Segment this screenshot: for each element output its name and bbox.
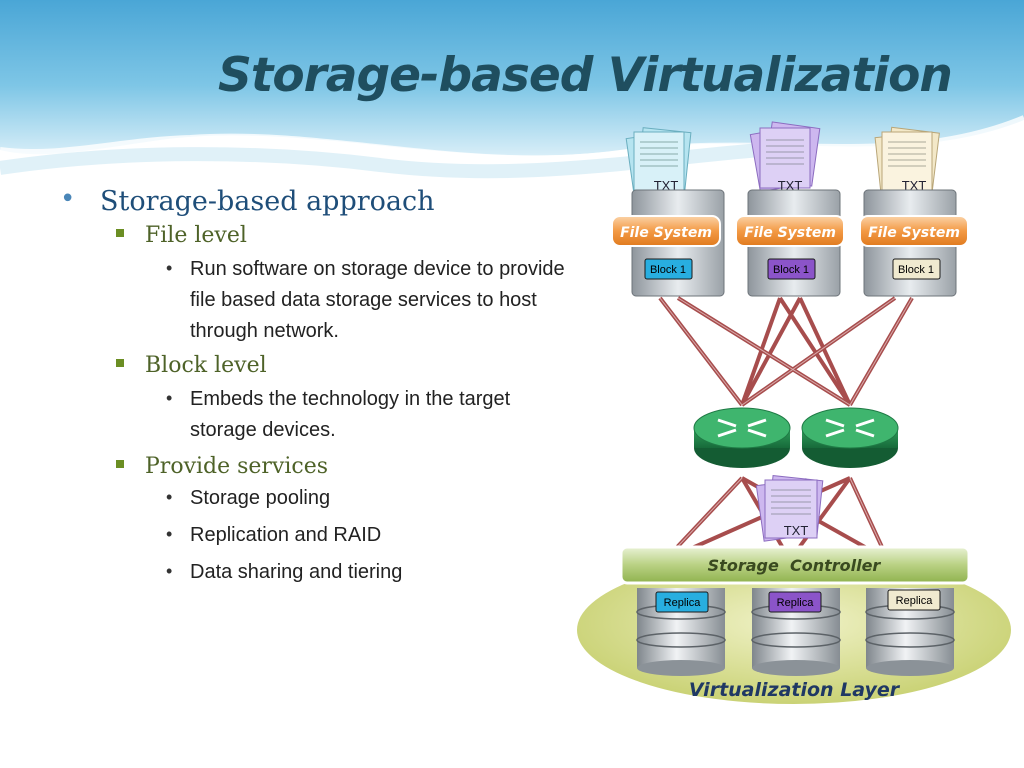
bullet-text: Provide services — [145, 454, 329, 479]
bullet-text: Run software on storage device to provid… — [190, 258, 565, 342]
bullet-text: Data sharing and tiering — [190, 561, 403, 583]
storage-controller-label: Storage Controller — [708, 556, 882, 575]
bullet-text: Block level — [145, 353, 267, 378]
slide-title: Storage-based Virtualization — [218, 48, 953, 103]
doc-label: TXT — [778, 178, 803, 193]
file-system-banner — [859, 215, 969, 247]
bullet-dot-icon: • — [166, 524, 173, 544]
bullet-provide-services: Provide services — [58, 454, 578, 479]
network-switch-icon — [801, 407, 899, 468]
text-document-icon: TXT — [625, 127, 692, 197]
bullet-text: File level — [145, 223, 247, 248]
bullet-storage-pooling: • Storage pooling — [58, 483, 570, 514]
bullet-text: Replication and RAID — [190, 524, 382, 546]
bullet-text: Embeds the technology in the target stor… — [190, 388, 511, 441]
file-system-label: File System — [620, 225, 712, 241]
block-badge — [644, 258, 693, 280]
block-label: Block 1 — [898, 264, 934, 276]
storage-controller-bar — [619, 545, 971, 585]
doc-label: TXT — [902, 178, 927, 193]
bullet-storage-based-approach: • Storage-based approach — [58, 184, 578, 217]
file-system-label: File System — [744, 225, 836, 241]
bullet-block-level-detail: • Embeds the technology in the target st… — [58, 384, 570, 446]
bullet-list: • Storage-based approach File level • Ru… — [58, 184, 578, 588]
bullet-text: Storage pooling — [190, 487, 331, 509]
file-system-banner — [611, 215, 721, 247]
square-bullet-icon — [116, 359, 124, 367]
bullet-dot-icon: • — [166, 388, 173, 408]
block-label: Block 1 — [650, 264, 686, 276]
doc-label: TXT — [784, 523, 809, 538]
text-document-icon: TXT — [749, 121, 821, 193]
block-badge — [767, 258, 816, 280]
replica-badge — [887, 589, 941, 611]
bullet-file-level: File level — [58, 223, 578, 248]
bullet-file-level-detail: • Run software on storage device to prov… — [58, 254, 570, 347]
bullet-replication-raid: • Replication and RAID — [58, 520, 570, 551]
block-badge — [892, 258, 941, 280]
replica-label: Replica — [777, 597, 815, 609]
server-3: TXT File System Block 1 — [859, 126, 969, 297]
square-bullet-icon — [116, 229, 124, 237]
square-bullet-icon — [116, 460, 124, 468]
replica-label: Replica — [664, 597, 702, 609]
bullet-data-sharing-tiering: • Data sharing and tiering — [58, 557, 570, 588]
server-1: TXT File System Block 1 — [611, 127, 725, 297]
block-label: Block 1 — [773, 264, 809, 276]
server-2: TXT File System Block 1 — [735, 121, 845, 297]
disk-stack-1: Replica — [636, 588, 726, 676]
bullet-dot-icon: • — [166, 561, 173, 581]
virtualization-layer-label: Virtualization Layer — [689, 679, 901, 701]
bullet-dot-icon: • — [166, 487, 173, 507]
replica-badge — [655, 591, 709, 613]
bullet-block-level: Block level — [58, 353, 578, 378]
text-document-icon: TXT — [874, 126, 940, 196]
file-system-label: File System — [868, 225, 960, 241]
storage-virtualization-diagram: TXT File System Block 1 TXT File System … — [575, 121, 1013, 706]
replica-label: Replica — [896, 595, 934, 607]
text-document-icon: TXT — [755, 474, 824, 542]
replica-badge — [768, 591, 822, 613]
network-switch-icon — [693, 407, 791, 468]
disk-stack-2: Replica — [751, 588, 841, 676]
bullet-dot-icon: • — [60, 184, 76, 214]
disk-stack-3: Replica — [865, 588, 955, 676]
bullet-dot-icon: • — [166, 258, 173, 278]
doc-label: TXT — [654, 178, 679, 193]
file-system-banner — [735, 215, 845, 247]
bullet-text: Storage-based approach — [100, 186, 435, 217]
